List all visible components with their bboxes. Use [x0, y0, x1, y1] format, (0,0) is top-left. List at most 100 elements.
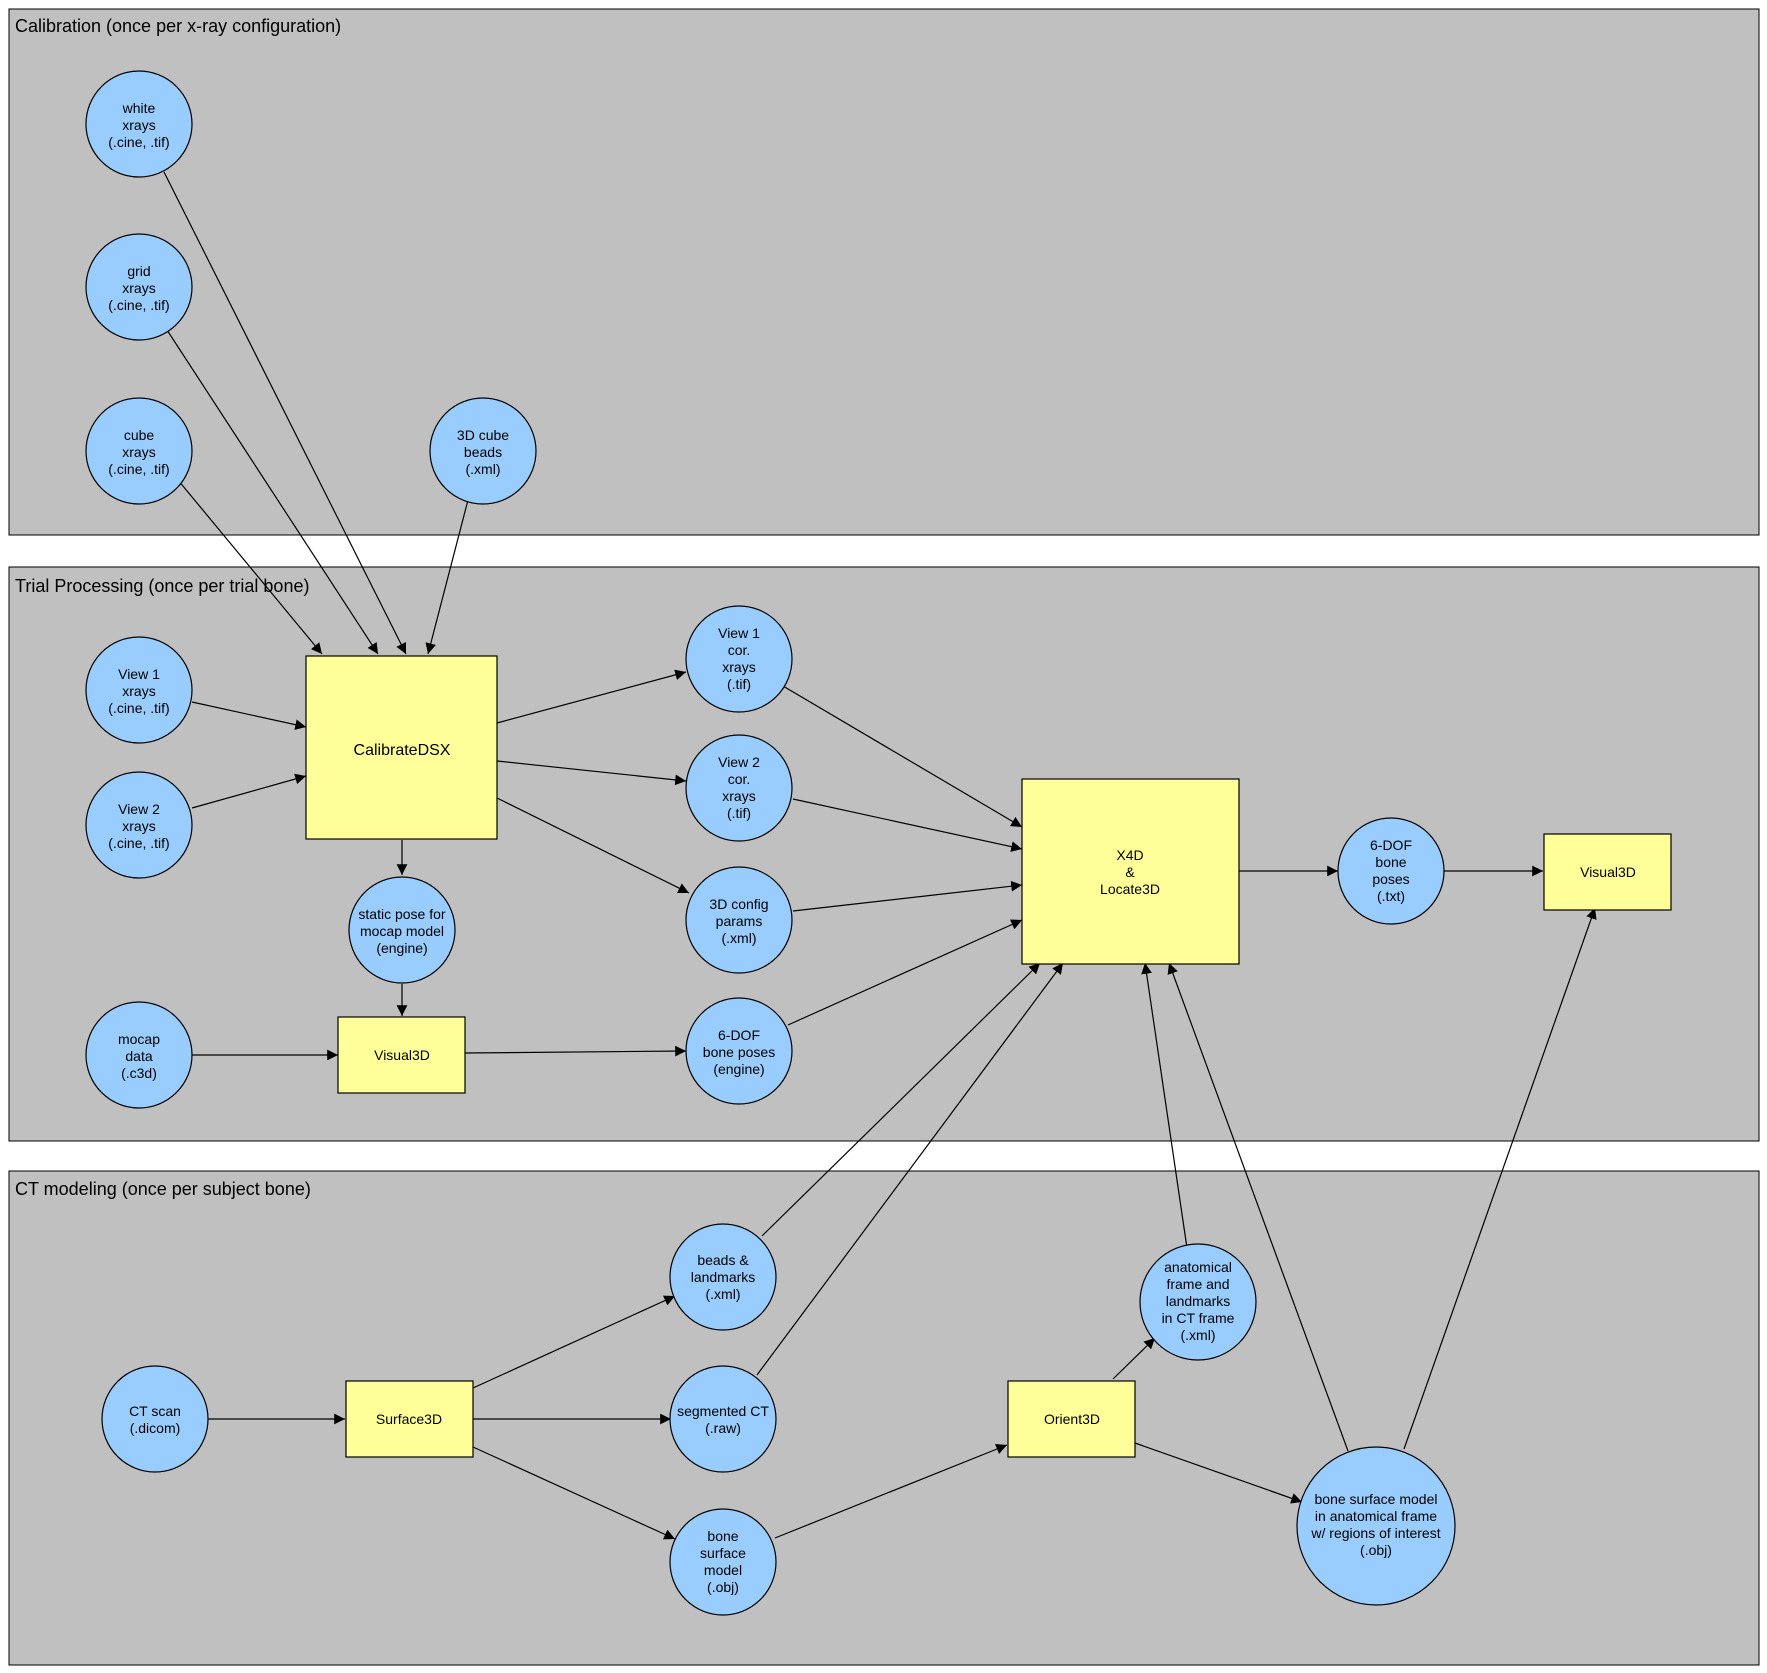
- node-label: View 2: [118, 801, 160, 817]
- cluster-calibration: Calibration (once per x-ray configuratio…: [8, 8, 1760, 536]
- node-grid-xrays: grid xrays (.cine, .tif): [85, 233, 193, 341]
- node-label: (engine): [713, 1061, 764, 1077]
- node-label: xrays: [122, 683, 155, 699]
- node-label: Visual3D: [1580, 864, 1636, 880]
- node-label: (.raw): [705, 1420, 741, 1436]
- node-anatomical-frame: anatomical frame and landmarks in CT fra…: [1139, 1243, 1257, 1361]
- edge-beads-to-calibratedsx: [425, 499, 469, 655]
- node-label: (.obj): [1360, 1542, 1392, 1558]
- node-label: (.c3d): [121, 1065, 157, 1081]
- cluster-trial-title: Trial Processing (once per trial bone): [15, 576, 309, 596]
- edge-cube-to-calibratedsx: [172, 473, 323, 655]
- cluster-ct-modeling: CT modeling (once per subject bone): [8, 1170, 1760, 1666]
- node-label: (.xml): [706, 1286, 741, 1302]
- node-label: CT scan: [129, 1403, 181, 1419]
- node-6dof-bone-poses-txt: 6-DOF bone poses (.txt): [1337, 817, 1445, 925]
- edge-orient3d-to-anatframe: [1112, 1337, 1156, 1380]
- edge-surface3d-to-beads: [472, 1295, 676, 1389]
- node-label: X4D: [1116, 847, 1143, 863]
- node-label: xrays: [122, 444, 155, 460]
- node-label: beads &: [697, 1252, 749, 1268]
- node-bone-surface-anatomical: bone surface model in anatomical frame w…: [1296, 1446, 1456, 1606]
- node-bone-surface-model: bone surface model (.obj): [669, 1508, 777, 1616]
- node-label: (engine): [376, 940, 427, 956]
- node-3d-cube-beads: 3D cube beads (.xml): [429, 397, 537, 505]
- node-label: landmarks: [1166, 1293, 1231, 1309]
- node-label: 3D cube: [457, 427, 509, 443]
- node-label: bone: [707, 1528, 738, 1544]
- node-6dof-bone-poses-engine: 6-DOF bone poses (engine): [685, 997, 793, 1105]
- node-label: (.cine, .tif): [108, 700, 169, 716]
- node-label: bone: [1375, 854, 1406, 870]
- edge-calibratedsx-to-view2cor: [496, 760, 687, 786]
- node-label: grid: [127, 263, 150, 279]
- node-orient3d: Orient3D: [1007, 1380, 1136, 1458]
- edge-boneanat-to-visual3d: [1403, 907, 1597, 1450]
- node-label: w/ regions of interest: [1310, 1525, 1440, 1541]
- node-label: data: [125, 1048, 152, 1064]
- edge-segmented-to-x4d: [756, 962, 1064, 1376]
- node-label: Surface3D: [376, 1411, 442, 1427]
- node-label: (.tif): [727, 676, 751, 692]
- node-label: View 1: [718, 625, 760, 641]
- node-surface3d: Surface3D: [345, 1380, 474, 1458]
- edge-grid-to-calibratedsx: [166, 329, 379, 655]
- node-label: (.cine, .tif): [108, 297, 169, 313]
- node-label: surface: [700, 1545, 746, 1561]
- node-label: (.txt): [1377, 888, 1405, 904]
- node-view2-xrays: View 2 xrays (.cine, .tif): [85, 771, 193, 879]
- cluster-calibration-title: Calibration (once per x-ray configuratio…: [15, 16, 341, 36]
- edge-calibratedsx-to-view1cor: [496, 669, 687, 724]
- node-label: Visual3D: [374, 1047, 430, 1063]
- edge-boneanat-to-x4d: [1167, 962, 1349, 1452]
- edge-view2-to-calibratedsx: [191, 773, 307, 809]
- node-cube-xrays: cube xrays (.cine, .tif): [85, 397, 193, 505]
- node-label: xrays: [122, 117, 155, 133]
- node-label: 3D config: [709, 896, 768, 912]
- edge-dofengine-to-x4d: [787, 919, 1023, 1026]
- node-label: in anatomical frame: [1315, 1508, 1437, 1524]
- node-label: (.cine, .tif): [108, 134, 169, 150]
- edge-view1-to-calibratedsx: [191, 701, 307, 730]
- node-label: Locate3D: [1100, 881, 1160, 897]
- node-beads-landmarks: beads & landmarks (.xml): [669, 1223, 777, 1331]
- edge-config-to-x4d: [792, 880, 1023, 912]
- node-label: View 2: [718, 754, 760, 770]
- node-label: bone surface model: [1315, 1491, 1438, 1507]
- node-label: (.cine, .tif): [108, 835, 169, 851]
- node-white-xrays: white xrays (.cine, .tif): [85, 70, 193, 178]
- node-static-pose: static pose for mocap model (engine): [348, 876, 456, 984]
- edge-orient3d-to-boneanat: [1134, 1442, 1303, 1504]
- node-label: View 1: [118, 666, 160, 682]
- edge-visual3d-to-dofengine: [464, 1045, 687, 1057]
- node-label: 6-DOF: [718, 1027, 760, 1043]
- edge-anatframe-to-x4d: [1141, 962, 1188, 1249]
- node-label: (.dicom): [130, 1420, 181, 1436]
- node-label: beads: [464, 444, 502, 460]
- edge-beads-to-x4d: [761, 962, 1041, 1237]
- node-mocap-data: mocap data (.c3d): [85, 1001, 193, 1109]
- node-label: anatomical: [1164, 1259, 1232, 1275]
- node-view2-cor-xrays: View 2 cor. xrays (.tif): [685, 734, 793, 842]
- node-label: (.obj): [707, 1579, 739, 1595]
- node-label: cor.: [728, 771, 751, 787]
- node-label: cube: [124, 427, 155, 443]
- node-label: xrays: [722, 659, 755, 675]
- node-label: in CT frame: [1162, 1310, 1235, 1326]
- node-label: segmented CT: [677, 1403, 769, 1419]
- node-label: bone poses: [703, 1044, 775, 1060]
- node-segmented-ct: segmented CT (.raw): [669, 1365, 777, 1473]
- node-label: white: [122, 100, 156, 116]
- node-label: mocap: [118, 1031, 160, 1047]
- node-x4d-locate3d: X4D & Locate3D: [1021, 778, 1240, 965]
- node-visual3d-output: Visual3D: [1543, 833, 1672, 911]
- node-label: Orient3D: [1044, 1411, 1100, 1427]
- edge-bonesurface-to-orient3d: [774, 1444, 1008, 1539]
- node-label: cor.: [728, 642, 751, 658]
- node-view1-cor-xrays: View 1 cor. xrays (.tif): [685, 605, 793, 713]
- node-calibratedsx: CalibrateDSX: [305, 655, 498, 840]
- node-label: model: [704, 1562, 742, 1578]
- node-label: (.xml): [466, 461, 501, 477]
- node-label: frame and: [1166, 1276, 1229, 1292]
- edge-view2cor-to-x4d: [792, 798, 1023, 852]
